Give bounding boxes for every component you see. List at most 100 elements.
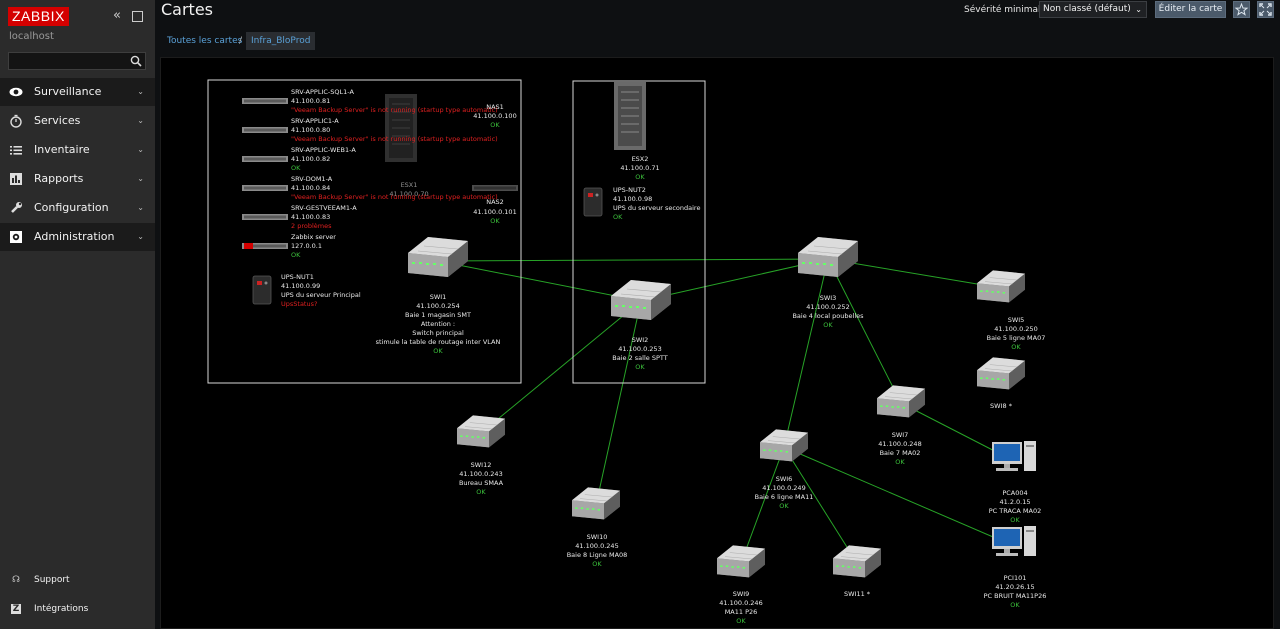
star-icon bbox=[1234, 2, 1249, 16]
svg-text:SWI8 *: SWI8 * bbox=[990, 402, 1013, 410]
menu-label: Administration bbox=[34, 230, 115, 243]
chevron-down-icon: ⌄ bbox=[137, 145, 144, 154]
page-title: Cartes bbox=[161, 0, 214, 19]
favorite-button[interactable] bbox=[1233, 1, 1250, 18]
svg-text:OK: OK bbox=[291, 251, 301, 259]
breadcrumb-current-map[interactable]: Infra_BloProd bbox=[246, 32, 316, 50]
svg-text:41.100.0.99: 41.100.0.99 bbox=[281, 282, 320, 290]
host-esx1[interactable]: ESX1 41.100.0.70 bbox=[384, 93, 429, 198]
gear-icon bbox=[10, 231, 22, 243]
switch-swi1[interactable]: SWI1 41.100.0.254 Baie 1 magasin SMT Att… bbox=[376, 236, 501, 355]
svg-text:41.100.0.249: 41.100.0.249 bbox=[762, 484, 805, 492]
svg-text:OK: OK bbox=[779, 502, 789, 510]
menu-label: Intégrations bbox=[34, 604, 89, 614]
map-canvas: ESX1 41.100.0.70 SRV-APPLIC-SQL1-A 41.10… bbox=[207, 79, 1047, 625]
switch-swi6[interactable]: SWI6 41.100.0.249 Baie 6 ligne MA11 OK bbox=[755, 428, 814, 510]
severity-select[interactable]: Non classé (défaut) ⌄ bbox=[1039, 1, 1147, 18]
host-pca004[interactable]: PCA004 41.2.0.15 PC TRACA MA02 OK bbox=[989, 441, 1041, 524]
svg-text:UPS du serveur Principal: UPS du serveur Principal bbox=[281, 291, 361, 299]
svg-text:SWI7: SWI7 bbox=[892, 431, 909, 439]
menu-label: Configuration bbox=[34, 201, 109, 214]
host-esx2[interactable]: ESX2 41.100.0.71 OK bbox=[613, 81, 660, 181]
svg-text:41.100.0.70: 41.100.0.70 bbox=[389, 190, 428, 198]
switch-swi9[interactable]: SWI9 41.100.0.246 MA11 P26 OK bbox=[716, 545, 766, 625]
switch-swi7[interactable]: SWI7 41.100.0.248 Baie 7 MA02 OK bbox=[876, 384, 926, 466]
svg-text:UpsStatus?: UpsStatus? bbox=[281, 300, 317, 308]
menu-configuration[interactable]: Configuration ⌄ bbox=[0, 194, 155, 222]
host-srv-applic-web1-a[interactable]: SRV-APPLIC-WEB1-A 41.100.0.82 OK bbox=[242, 146, 356, 172]
menu-services[interactable]: Services ⌄ bbox=[0, 107, 155, 135]
eye-icon bbox=[9, 87, 23, 97]
host-nas1[interactable]: NAS1 41.100.0.100 OK bbox=[473, 103, 516, 129]
svg-text:ESX1: ESX1 bbox=[401, 181, 418, 189]
menu-integrations[interactable]: Z Intégrations bbox=[0, 597, 155, 621]
host-ups-nut2[interactable]: UPS-NUT2 41.100.0.98 UPS du serveur seco… bbox=[583, 186, 700, 221]
host-srv-gestveeam1-a[interactable]: SRV-GESTVEEAM1-A 41.100.0.83 2 problèmes bbox=[242, 204, 357, 230]
link-swi1-swi2 bbox=[437, 260, 642, 302]
host-srv-dom1-a[interactable]: SRV-DOM1-A 41.100.0.84 "Veeam Backup Ser… bbox=[242, 175, 498, 201]
menu-administration[interactable]: Administration ⌄ bbox=[0, 223, 155, 251]
host-ups-nut1[interactable]: UPS-NUT1 41.100.0.99 UPS du serveur Prin… bbox=[252, 273, 361, 308]
search-icon[interactable] bbox=[130, 55, 142, 67]
svg-text:OK: OK bbox=[1011, 343, 1021, 351]
edit-map-button[interactable]: Éditer la carte bbox=[1155, 1, 1226, 18]
search-box[interactable] bbox=[8, 52, 146, 74]
svg-text:UPS-NUT2: UPS-NUT2 bbox=[613, 186, 646, 194]
wrench-icon bbox=[11, 202, 22, 213]
svg-text:PCA004: PCA004 bbox=[1002, 489, 1027, 497]
svg-text:2 problèmes: 2 problèmes bbox=[291, 222, 332, 230]
host-srv-applic1-a[interactable]: SRV-APPLIC1-A 41.100.0.80 "Veeam Backup … bbox=[242, 117, 498, 143]
svg-text:41.100.0.250: 41.100.0.250 bbox=[994, 325, 1037, 333]
chevron-down-icon: ⌄ bbox=[1135, 5, 1142, 14]
switch-swi12[interactable]: SWI12 41.100.0.243 Bureau SMAA OK bbox=[456, 414, 506, 496]
svg-text:Baie 5 ligne MA07: Baie 5 ligne MA07 bbox=[987, 334, 1046, 342]
severity-value: Non classé (défaut) bbox=[1043, 4, 1131, 14]
svg-text:Zabbix server: Zabbix server bbox=[291, 233, 336, 241]
link-swi2-swi12 bbox=[480, 300, 642, 434]
svg-text:41.100.0.245: 41.100.0.245 bbox=[575, 542, 618, 550]
svg-text:ESX2: ESX2 bbox=[632, 155, 649, 163]
switch-swi8[interactable]: SWI8 * bbox=[976, 356, 1026, 410]
chevron-down-icon: ⌄ bbox=[137, 203, 144, 212]
host-srv-applic-sql1-a[interactable]: SRV-APPLIC-SQL1-A 41.100.0.81 "Veeam Bac… bbox=[242, 88, 498, 114]
svg-text:OK: OK bbox=[613, 213, 623, 221]
host-zabbix-server[interactable]: Zabbix server 127.0.0.1 OK bbox=[242, 233, 336, 259]
host-pci101[interactable]: PCI101 41.20.26.15 PC BRUIT MA11P26 OK bbox=[984, 526, 1047, 609]
menu-support[interactable]: ☊ Support bbox=[0, 568, 155, 592]
host-nas2[interactable]: NAS2 41.100.0.101 OK bbox=[472, 185, 518, 225]
breadcrumb-all-maps[interactable]: Toutes les cartes bbox=[167, 36, 243, 46]
svg-text:SRV-APPLIC-SQL1-A: SRV-APPLIC-SQL1-A bbox=[291, 88, 354, 96]
chevron-down-icon: ⌄ bbox=[137, 87, 144, 96]
link-swi6-pci101 bbox=[783, 446, 1015, 547]
chevron-down-icon: ⌄ bbox=[137, 174, 144, 183]
switch-swi5[interactable]: SWI5 41.100.0.250 Baie 5 ligne MA07 OK bbox=[976, 269, 1046, 351]
menu-surveillance[interactable]: Surveillance ⌄ bbox=[0, 78, 155, 106]
menu-label: Services bbox=[34, 114, 81, 127]
fullscreen-button[interactable] bbox=[1257, 1, 1274, 18]
zabbix-logo[interactable]: ZABBIX bbox=[8, 7, 69, 26]
chevron-down-icon: ⌄ bbox=[137, 232, 144, 241]
search-input[interactable] bbox=[9, 57, 127, 74]
menu-inventaire[interactable]: Inventaire ⌄ bbox=[0, 136, 155, 164]
svg-text:Baie 8 Ligne MA08: Baie 8 Ligne MA08 bbox=[567, 551, 628, 559]
group-frame-left bbox=[207, 79, 522, 384]
collapse-sidebar-icon[interactable]: « bbox=[113, 8, 121, 23]
switch-swi3[interactable]: SWI3 41.100.0.252 Baie 4 local poubelles… bbox=[792, 236, 864, 329]
link-swi6-swi11 bbox=[783, 446, 858, 564]
menu-label: Support bbox=[34, 575, 70, 585]
svg-text:SRV-DOM1-A: SRV-DOM1-A bbox=[291, 175, 333, 183]
svg-text:41.100.0.81: 41.100.0.81 bbox=[291, 97, 330, 105]
svg-text:OK: OK bbox=[895, 458, 905, 466]
switch-swi2[interactable]: SWI2 41.100.0.253 Baie 2 salle SPTT OK bbox=[610, 279, 672, 371]
svg-text:OK: OK bbox=[592, 560, 602, 568]
switch-swi11[interactable]: SWI11 * bbox=[832, 545, 882, 598]
list-icon bbox=[10, 146, 22, 155]
kiosk-mode-icon[interactable] bbox=[132, 11, 143, 22]
link-swi2-swi3 bbox=[640, 258, 829, 302]
svg-text:OK: OK bbox=[433, 347, 443, 355]
svg-text:Baie 6 ligne MA11: Baie 6 ligne MA11 bbox=[755, 493, 814, 501]
switch-swi10[interactable]: SWI10 41.100.0.245 Baie 8 Ligne MA08 OK bbox=[567, 486, 628, 568]
menu-rapports[interactable]: Rapports ⌄ bbox=[0, 165, 155, 193]
svg-text:SWI11 *: SWI11 * bbox=[844, 590, 871, 598]
